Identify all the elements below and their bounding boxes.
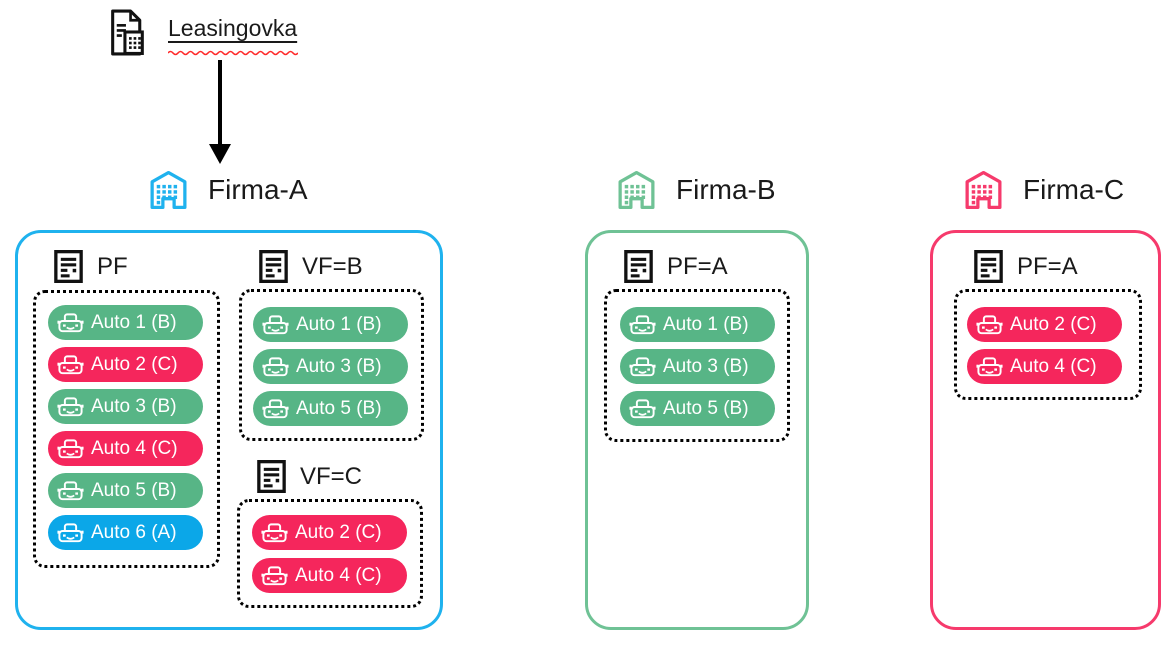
car-icon <box>57 521 84 544</box>
car-icon <box>57 479 84 502</box>
auto-label: Auto 1 (B) <box>91 311 177 333</box>
auto-pill: Auto 3 (B) <box>253 349 408 384</box>
auto-label: Auto 2 (C) <box>295 521 382 543</box>
section-label-pf-a: PF=A <box>974 250 1078 283</box>
auto-label: Auto 4 (C) <box>91 437 178 459</box>
auto-label: Auto 3 (B) <box>663 355 749 377</box>
section-label-pf-a: PF=A <box>624 250 728 283</box>
vf-b-car-list: Auto 1 (B) Auto 3 (B) Auto 5 (B) <box>239 289 424 441</box>
auto-label: Auto 1 (B) <box>663 313 749 335</box>
invoice-document-icon <box>106 9 150 56</box>
auto-label: Auto 2 (C) <box>1010 313 1097 335</box>
document-icon <box>974 250 1003 283</box>
auto-pill: Auto 5 (B) <box>620 391 775 426</box>
car-icon <box>57 395 84 418</box>
section-label-vf-b: VF=B <box>259 250 363 283</box>
document-icon <box>257 460 286 493</box>
auto-label: Auto 5 (B) <box>296 397 382 419</box>
auto-pill: Auto 5 (B) <box>48 473 203 508</box>
section-label-text: PF <box>97 252 128 280</box>
auto-label: Auto 3 (B) <box>91 395 177 417</box>
section-label-pf: PF <box>54 250 128 283</box>
leasingovka-label: Leasingovka <box>168 9 298 56</box>
firma-c-box <box>930 230 1161 630</box>
auto-pill: Auto 3 (B) <box>48 389 203 424</box>
leasingovka-text: Leasingovka <box>168 15 298 41</box>
auto-pill: Auto 4 (C) <box>48 431 203 466</box>
firma-a-header: Firma-A <box>146 166 308 214</box>
auto-label: Auto 6 (A) <box>91 521 177 543</box>
auto-label: Auto 5 (B) <box>91 479 177 501</box>
auto-pill: Auto 1 (B) <box>620 307 775 342</box>
auto-label: Auto 2 (C) <box>91 353 178 375</box>
pf-a-car-list: Auto 1 (B) Auto 3 (B) Auto 5 (B) <box>604 289 790 442</box>
car-icon <box>262 355 289 378</box>
pf-car-list: Auto 1 (B) Auto 2 (C) Auto 3 (B) Auto 4 … <box>33 290 220 568</box>
car-icon <box>57 311 84 334</box>
section-label-vf-c: VF=C <box>257 460 362 493</box>
auto-pill: Auto 2 (C) <box>967 307 1122 342</box>
document-icon <box>54 250 83 283</box>
car-icon <box>976 313 1003 336</box>
auto-pill: Auto 1 (B) <box>253 307 408 342</box>
auto-pill: Auto 6 (A) <box>48 515 203 550</box>
car-icon <box>262 313 289 336</box>
section-label-text: PF=A <box>1017 252 1078 280</box>
auto-pill: Auto 4 (C) <box>252 558 407 593</box>
auto-label: Auto 1 (B) <box>296 313 382 335</box>
firma-c-title: Firma-C <box>1023 174 1125 205</box>
car-icon <box>629 397 656 420</box>
car-icon <box>57 437 84 460</box>
auto-label: Auto 3 (B) <box>296 355 382 377</box>
section-label-text: VF=B <box>302 252 363 280</box>
spellcheck-squiggle-icon <box>168 50 298 56</box>
firma-c-header: Firma-C <box>961 166 1124 214</box>
car-icon <box>629 355 656 378</box>
section-label-text: PF=A <box>667 252 728 280</box>
auto-pill: Auto 5 (B) <box>253 391 408 426</box>
car-icon <box>57 353 84 376</box>
firma-a-title: Firma-A <box>208 174 308 205</box>
pf-a-car-list: Auto 2 (C) Auto 4 (C) <box>954 289 1142 400</box>
vf-c-car-list: Auto 2 (C) Auto 4 (C) <box>237 499 423 608</box>
car-icon <box>261 521 288 544</box>
auto-label: Auto 4 (C) <box>295 564 382 586</box>
building-icon <box>961 167 1006 213</box>
firma-b-header: Firma-B <box>614 166 776 214</box>
section-label-text: VF=C <box>300 462 363 490</box>
auto-pill: Auto 2 (C) <box>252 515 407 550</box>
auto-pill: Auto 4 (C) <box>967 349 1122 384</box>
down-arrow-icon <box>209 60 231 164</box>
car-icon <box>262 397 289 420</box>
document-icon <box>624 250 653 283</box>
auto-pill: Auto 1 (B) <box>48 305 203 340</box>
building-icon <box>146 167 191 213</box>
firma-b-title: Firma-B <box>676 174 776 205</box>
auto-label: Auto 5 (B) <box>663 397 749 419</box>
auto-label: Auto 4 (C) <box>1010 355 1097 377</box>
firma-b-box <box>585 230 809 630</box>
auto-pill: Auto 2 (C) <box>48 347 203 382</box>
document-icon <box>259 250 288 283</box>
car-icon <box>629 313 656 336</box>
building-icon <box>614 167 659 213</box>
car-icon <box>976 355 1003 378</box>
car-icon <box>261 564 288 587</box>
leasingovka-group: Leasingovka <box>106 9 298 56</box>
auto-pill: Auto 3 (B) <box>620 349 775 384</box>
